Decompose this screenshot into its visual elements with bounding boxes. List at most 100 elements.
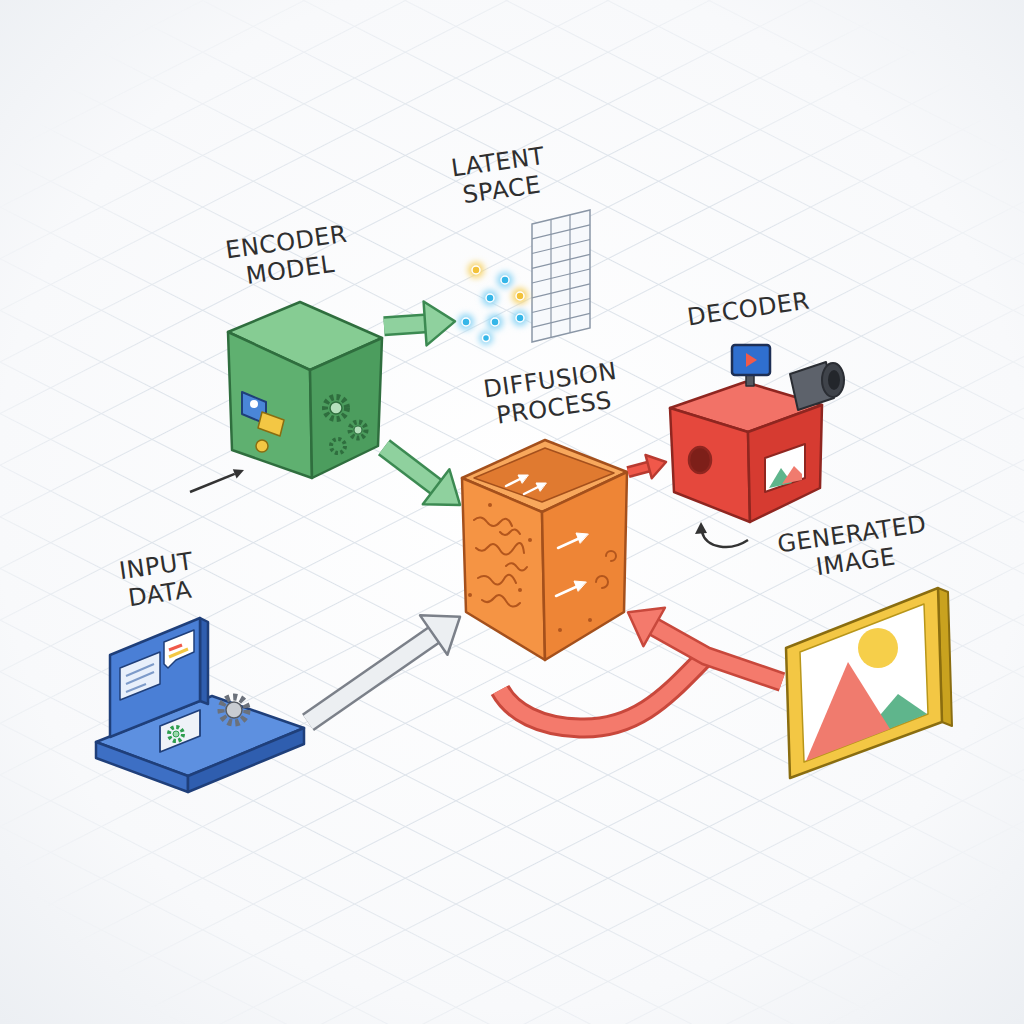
flow-mark-head: [536, 483, 546, 491]
grid-line: [532, 299, 590, 313]
doc-line: [126, 672, 154, 684]
arrow-outline: [384, 447, 438, 488]
dot-glow: [458, 262, 528, 345]
arrow-shaft: [384, 323, 428, 326]
dot: [462, 318, 470, 326]
chat-bar: [169, 649, 188, 657]
noise-dot: [488, 503, 492, 507]
swirl: [596, 576, 608, 588]
glow: [458, 314, 474, 330]
box-right: [542, 472, 627, 660]
flow-mark-head: [574, 581, 586, 591]
image-window: [765, 444, 805, 492]
glow: [468, 262, 484, 278]
input-panel: [96, 618, 304, 792]
doc-line: [126, 684, 146, 692]
input-hole: [689, 447, 711, 473]
gear-hub: [226, 702, 242, 718]
gear-teeth: [331, 439, 345, 453]
box-left: [462, 478, 545, 660]
flow-mark-head: [576, 533, 588, 543]
chat-bar: [169, 645, 182, 650]
flow-mark-head: [518, 475, 528, 483]
arrow-outline: [384, 323, 428, 326]
person-icon: [250, 400, 258, 408]
grid-line: [532, 254, 590, 268]
noise-dot: [558, 628, 562, 632]
flow-mark: [558, 538, 580, 548]
diffusion-box: [462, 440, 627, 660]
grid-line: [532, 269, 590, 283]
play-icon: [746, 353, 757, 367]
noise: [482, 595, 520, 606]
image-frame: GENERATED IMAGE: [782, 584, 954, 780]
frame: [786, 588, 942, 778]
input-panel: INPUT DATA: [94, 612, 308, 796]
cube-left: [228, 332, 312, 478]
node-label: ENCODER MODEL: [223, 220, 352, 292]
chat-bubble: [164, 630, 194, 668]
noise-dot: [468, 593, 472, 597]
arrow-shaft: [652, 625, 782, 682]
noise: [474, 517, 512, 526]
glow: [482, 290, 498, 306]
gear-hub: [330, 402, 342, 414]
dot: [501, 276, 509, 284]
encoder-cube: ENCODER MODEL: [226, 298, 384, 480]
grid-line: [532, 240, 590, 254]
arrow-head: [423, 469, 460, 505]
arrow-head: [424, 301, 455, 345]
grid-frame: [532, 210, 590, 342]
glow: [497, 272, 513, 288]
grid-line: [532, 313, 590, 327]
input-arrow: [190, 474, 235, 492]
diffusion-box: DIFFUSION PROCESS: [460, 436, 628, 662]
node-label: INPUT DATA: [118, 548, 199, 613]
image-frame: [786, 588, 952, 778]
flow-arrow: [628, 608, 782, 682]
card-icon: [258, 412, 284, 436]
decoder-cube: [670, 345, 844, 522]
sun: [858, 628, 898, 668]
glow: [479, 331, 493, 345]
noise-dots: [468, 503, 592, 632]
dot: [516, 292, 524, 300]
noise: [506, 563, 527, 570]
noise: [476, 543, 524, 555]
input-arrow-head: [233, 469, 244, 478]
gear-teeth: [325, 397, 347, 419]
latent-grid: [532, 210, 590, 342]
arrow-head: [420, 615, 460, 654]
node-label: DIFFUSION PROCESS: [482, 357, 623, 430]
flow-arrow: [384, 447, 460, 505]
base-front: [96, 742, 188, 792]
gear-teeth: [350, 422, 366, 438]
latent-dots: [462, 266, 524, 342]
arrow-outline: [308, 633, 436, 722]
flow-mark: [556, 586, 578, 596]
gear-teeth: [169, 727, 183, 741]
node-label: GENERATED IMAGE: [776, 510, 932, 586]
flow-arrow: [308, 615, 460, 722]
camera-lens: [828, 370, 840, 390]
cube-right: [748, 405, 822, 522]
dot: [486, 294, 494, 302]
flow-marks: [506, 475, 588, 596]
cube-right: [310, 338, 382, 478]
gear-hub: [173, 731, 179, 737]
dot: [483, 335, 490, 342]
dot-icon: [256, 440, 268, 452]
dot: [491, 318, 499, 326]
flow-arrow: [628, 455, 666, 478]
swirl: [606, 551, 616, 561]
noise: [478, 575, 516, 585]
decoder-cube: DECODER: [666, 342, 852, 526]
arrow-head: [646, 455, 666, 478]
setting-card: [160, 710, 200, 752]
glow: [512, 288, 528, 304]
arrow-shaft: [384, 447, 438, 488]
